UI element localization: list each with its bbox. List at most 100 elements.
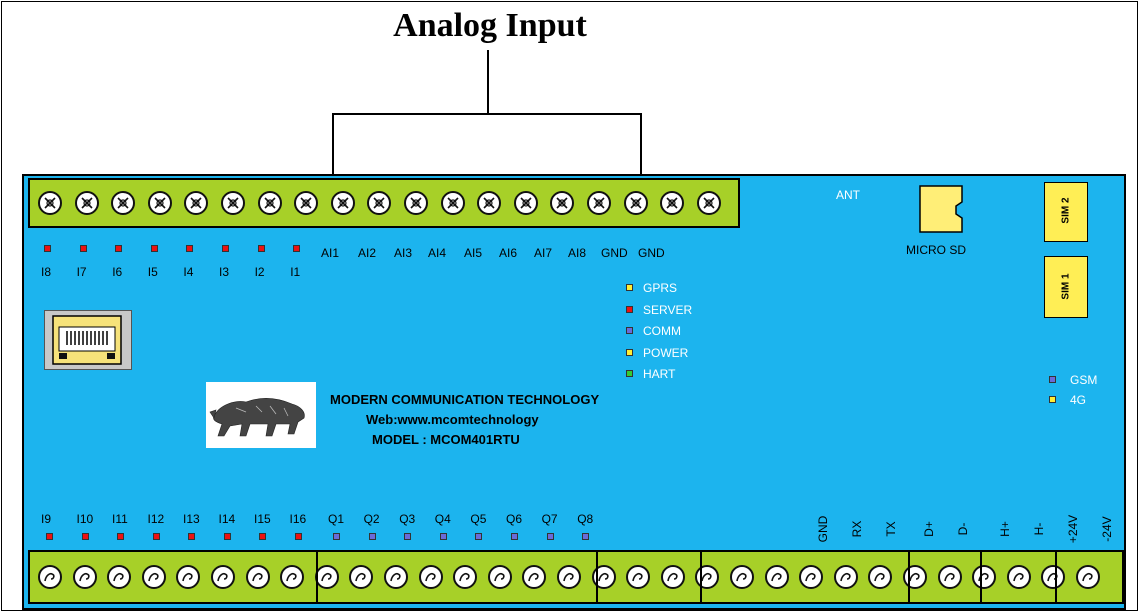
output-label: Q6 <box>506 512 523 526</box>
terminal-group-separator <box>980 552 982 602</box>
bottom-terminal-screw[interactable] <box>833 565 858 589</box>
bottom-input-label: I13 <box>183 512 200 526</box>
sim2-label: SIM 2 <box>1060 197 1072 224</box>
bottom-terminal-screw[interactable] <box>522 565 547 589</box>
top-input-label: I8 <box>41 265 52 279</box>
lion-logo <box>206 382 316 448</box>
top-terminal-screw[interactable] <box>513 191 538 215</box>
status-led-label: HART <box>643 367 676 381</box>
status-led-label: POWER <box>643 345 689 360</box>
status-led-label: GPRS <box>643 281 678 295</box>
terminal-group-separator <box>316 552 318 602</box>
input-led <box>186 245 194 252</box>
bottom-input-label: I15 <box>254 512 271 526</box>
top-terminal-screw[interactable] <box>367 191 392 215</box>
sim1-slot[interactable]: SIM 1 <box>1044 256 1088 318</box>
analog-input-label: AI8 <box>568 246 587 260</box>
bottom-terminal-screw[interactable] <box>245 565 270 589</box>
top-input-label: I2 <box>254 265 265 279</box>
bottom-terminal-screw[interactable] <box>487 565 512 589</box>
bottom-terminal-screw[interactable] <box>453 565 478 589</box>
bottom-terminal-screw[interactable] <box>1041 565 1066 589</box>
bottom-terminal-screw[interactable] <box>176 565 201 589</box>
top-terminal-screw[interactable] <box>440 191 465 215</box>
network-led-label: 4G <box>1070 393 1087 407</box>
bottom-terminal-screw[interactable] <box>695 565 720 589</box>
bottom-terminal-screw[interactable] <box>730 565 754 589</box>
port-label: TX <box>884 521 898 537</box>
port-label: -24V <box>1100 516 1114 542</box>
output-led <box>333 533 340 540</box>
top-terminal-screw[interactable] <box>111 191 136 215</box>
bottom-terminal-screw[interactable] <box>418 565 443 589</box>
top-input-label: I5 <box>147 265 158 279</box>
bottom-terminal-screw[interactable] <box>280 565 305 589</box>
connector-left-drop <box>332 113 334 177</box>
status-led-label: COMM <box>643 324 681 338</box>
company-website: Web:www.mcomtechnology <box>366 412 539 427</box>
output-label: Q3 <box>399 512 416 526</box>
sim2-slot[interactable]: SIM 2 <box>1044 182 1088 242</box>
top-terminal-screw[interactable] <box>696 191 721 215</box>
input-led <box>117 533 124 540</box>
bottom-terminal-screw[interactable] <box>107 565 132 589</box>
top-terminal-screw[interactable] <box>257 191 282 215</box>
output-led <box>475 533 483 540</box>
port-label: GND <box>816 515 830 543</box>
terminal-group-separator <box>596 552 598 602</box>
bottom-terminal-screw[interactable] <box>868 565 893 589</box>
bottom-terminal-screw[interactable] <box>1076 565 1100 589</box>
top-terminal-screw[interactable] <box>660 191 685 215</box>
top-terminal-screw[interactable] <box>147 191 172 215</box>
bottom-terminal-screw[interactable] <box>591 565 616 589</box>
bottom-terminal-screw[interactable] <box>72 565 97 589</box>
bottom-terminal-screw[interactable] <box>972 565 997 589</box>
top-terminal-screw[interactable] <box>221 191 245 215</box>
bottom-terminal-screw[interactable] <box>38 565 62 589</box>
input-led <box>222 245 229 252</box>
bottom-terminal-screw[interactable] <box>557 565 581 589</box>
output-label: Q7 <box>541 512 558 526</box>
analog-input-label: GND <box>601 246 628 260</box>
top-terminal-screw[interactable] <box>74 191 99 215</box>
input-led <box>115 245 123 252</box>
top-input-label: I4 <box>183 265 194 279</box>
status-led-label: SERVER <box>643 302 693 317</box>
top-terminal-screw[interactable] <box>550 191 575 215</box>
top-input-label: I3 <box>219 265 230 279</box>
top-terminal-screw[interactable] <box>623 191 648 215</box>
network-led <box>1049 396 1056 403</box>
top-terminal-screw[interactable] <box>477 191 502 215</box>
top-terminal-screw[interactable] <box>587 191 611 215</box>
bottom-terminal-screw[interactable] <box>626 565 651 589</box>
bottom-terminal-screw[interactable] <box>141 565 166 589</box>
top-terminal-screw[interactable] <box>294 191 319 215</box>
connector-horizontal <box>332 113 642 115</box>
bottom-terminal-screw[interactable] <box>314 565 339 589</box>
bottom-terminal-screw[interactable] <box>1006 565 1031 589</box>
input-led <box>257 245 265 252</box>
bottom-terminal-screw[interactable] <box>349 565 374 589</box>
input-led <box>152 533 160 540</box>
bottom-terminal-screw[interactable] <box>764 565 789 589</box>
top-terminal-screw[interactable] <box>330 191 355 215</box>
bottom-terminal-screw[interactable] <box>660 565 685 589</box>
top-terminal-screw[interactable] <box>404 191 428 215</box>
bottom-input-label: I9 <box>41 512 52 526</box>
input-led <box>79 245 87 252</box>
top-terminal-screw[interactable] <box>38 191 62 215</box>
bottom-terminal-screw[interactable] <box>211 565 235 589</box>
top-input-label: I6 <box>112 265 123 279</box>
terminal-group-separator <box>908 552 910 602</box>
analog-input-label: AI3 <box>394 246 413 260</box>
bottom-terminal-screw[interactable] <box>384 565 408 589</box>
bottom-input-label: I12 <box>147 512 165 526</box>
bottom-terminal-screw[interactable] <box>937 565 962 589</box>
input-led <box>293 245 301 252</box>
top-terminal-screw[interactable] <box>184 191 209 215</box>
micro-sd-slot-icon <box>918 184 968 234</box>
bottom-terminal-screw[interactable] <box>799 565 824 589</box>
network-led-label: GSM <box>1070 373 1098 387</box>
bottom-terminal-screw[interactable] <box>903 565 927 589</box>
